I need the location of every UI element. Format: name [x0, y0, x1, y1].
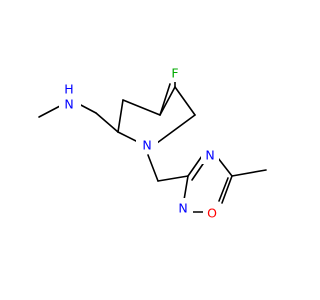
bond-ch2-c3: [157, 175, 189, 182]
bond-c-f: [159, 83, 171, 116]
bond-n4-c5: [217, 157, 233, 177]
bond-n2-c3: [183, 175, 189, 201]
oxadiazole-oxygen-label: O: [207, 206, 217, 221]
bond-c5-o: [221, 175, 233, 204]
amine-nitrogen-label: N: [64, 97, 73, 112]
bond-c3-c2: [174, 86, 196, 116]
bond-ring-right-n: [156, 114, 196, 144]
structure-drawing: F N H N N N O: [38, 64, 267, 222]
bond-ring-top-left: [122, 99, 161, 116]
bond-c3-n4-double: [191, 160, 206, 181]
bond-c5-o-double: [218, 177, 229, 202]
oxadiazole-n4-label: N: [205, 148, 214, 163]
bond-c5-methyl: [231, 169, 267, 177]
bond-c2-ch2: [95, 112, 119, 133]
ring-nitrogen-label: N: [142, 138, 151, 153]
amine-hydrogen-label: H: [64, 82, 73, 97]
fluorine-label: F: [171, 66, 178, 81]
bond-c4-c3: [159, 86, 176, 116]
bond-n-ch2: [147, 154, 159, 182]
bond-c3-n4: [187, 155, 203, 177]
molecule-canvas: F N H N N N O: [38, 64, 267, 222]
oxadiazole-n2-label: N: [178, 201, 187, 216]
bond-nh-methyl: [38, 105, 61, 118]
bond-ring-left: [117, 99, 124, 133]
